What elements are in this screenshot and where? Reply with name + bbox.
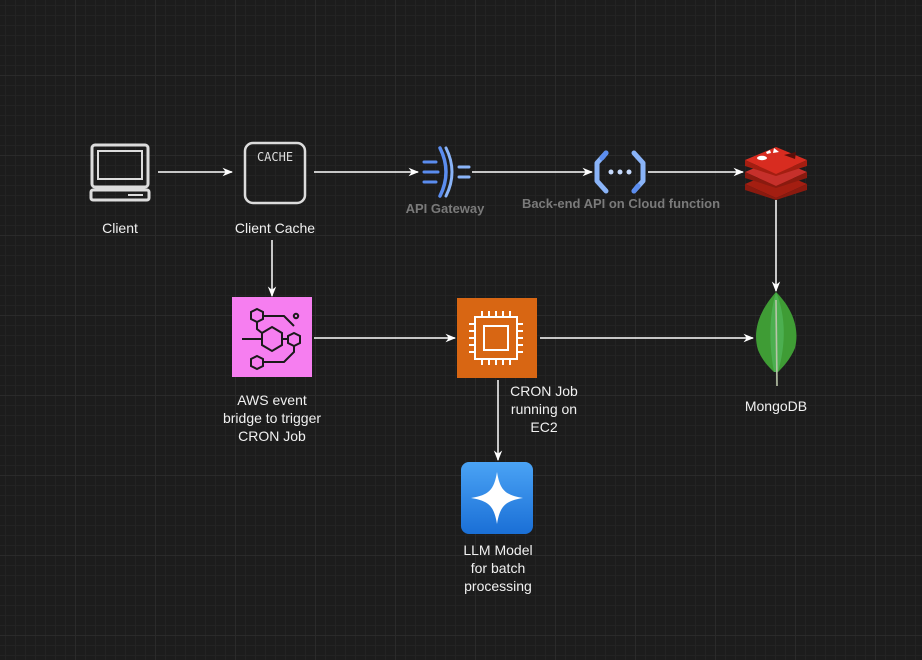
event-bridge-label: AWS event bridge to trigger CRON Job [205,391,339,445]
mongodb-node[interactable] [756,292,797,387]
cache-icon [243,141,307,205]
ec2-node[interactable] [457,298,537,378]
llm-label: LLM Model for batch processing [443,541,553,595]
llm-label-line-1: LLM Model [463,542,533,558]
client-cache-label: Client Cache [234,220,316,236]
event-bridge-node[interactable] [232,297,312,377]
redis-icon [745,147,807,200]
api-gateway-label: API Gateway [405,201,485,216]
ec2-label-line-1: CRON Job [510,383,578,399]
event-bridge-icon [242,307,301,371]
event-bridge-label-line-3: CRON Job [238,428,306,444]
event-bridge-box [232,297,312,377]
api-braces-icon [594,150,646,194]
edges [158,167,781,462]
api-dots-icon [608,169,632,175]
event-bridge-label-line-1: AWS event [237,392,307,408]
llm-node[interactable] [461,462,533,534]
event-bridge-label-line-2: bridge to trigger [222,410,322,426]
sparkle-icon [471,472,523,524]
ec2-chip-icon [469,311,523,365]
llm-label-line-2: for batch [470,560,526,576]
backend-api-label: Back-end API on Cloud function [521,196,721,211]
client-cache-node[interactable]: CACHE [243,141,307,205]
client-label: Client [102,220,138,236]
api-gateway-icon [422,146,471,198]
ec2-label-line-2: running on [510,401,578,417]
backend-api-node[interactable] [594,150,646,194]
ec2-label-line-3: EC2 [530,419,558,435]
llm-label-line-3: processing [464,578,532,594]
api-gateway-node[interactable] [422,146,471,198]
computer-icon [89,143,151,202]
mongodb-label: MongoDB [744,398,808,414]
redis-node[interactable] [745,147,807,200]
client-node[interactable] [89,143,151,202]
mongodb-leaf-icon [756,292,797,387]
cache-icon-text: CACHE [257,150,293,164]
ec2-label: CRON Job running on EC2 [494,382,594,436]
